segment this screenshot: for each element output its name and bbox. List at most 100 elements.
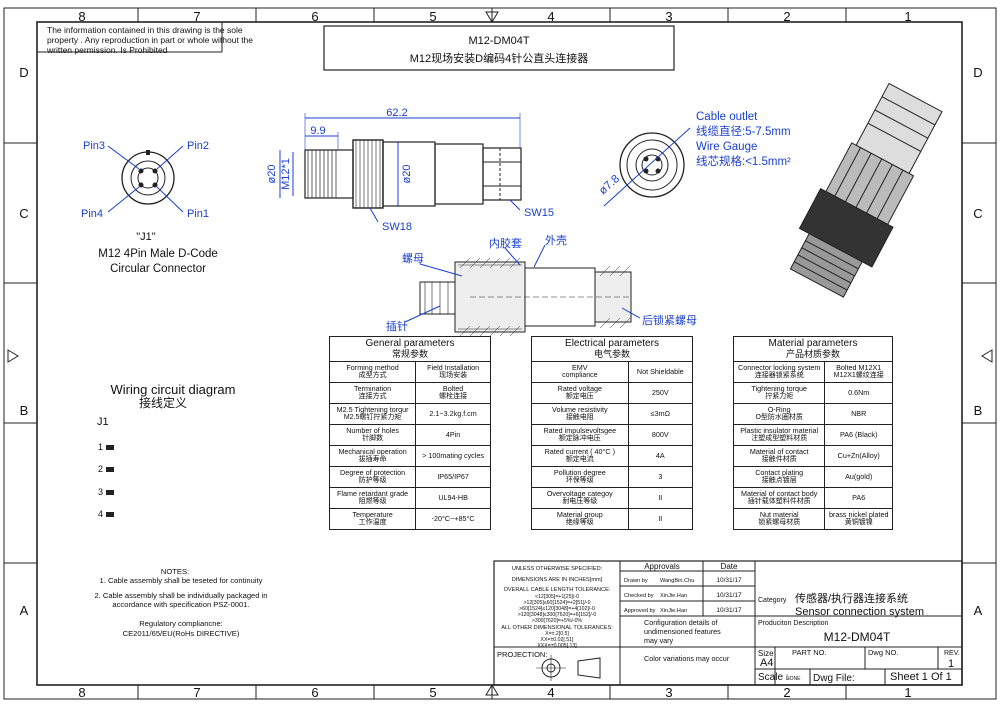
svg-text:UNLESS OTHERWISE SPECIFIED:: UNLESS OTHERWISE SPECIFIED: — [512, 566, 603, 572]
row-label: C — [19, 206, 28, 221]
row-label: B — [20, 403, 29, 418]
svg-text:Checked by: Checked by — [624, 593, 654, 599]
notes: NOTES: 1. Cable assembly shall be tesete… — [94, 567, 267, 638]
wire-gauge-en: Wire Gauge — [696, 141, 757, 153]
row-label: D — [973, 65, 982, 80]
svg-text:XinJie.Han: XinJie.Han — [660, 608, 687, 614]
svg-text:Sensor connection system: Sensor connection system — [795, 606, 924, 618]
reg-text: CE2011/65/EU(RoHs DIRECTIVE) — [123, 629, 240, 638]
wiring-pin-3: 3 — [98, 487, 103, 497]
front-pin-view: Pin3 Pin2 Pin4 Pin1 "J1" M12 4Pin Male D… — [81, 140, 218, 275]
sw15-label: SW15 — [524, 207, 554, 219]
svg-text:1: 1 — [948, 658, 954, 670]
svg-text:Produciton Description: Produciton Description — [758, 620, 829, 627]
rear-view — [603, 127, 691, 207]
svg-text:Category: Category — [758, 597, 787, 604]
col-label: 8 — [78, 9, 85, 24]
title-block: UNLESS OTHERWISE SPECIFIED: DIMENSIONS A… — [497, 562, 960, 684]
svg-text:X=±.2[0.5]: X=±.2[0.5] — [545, 631, 569, 637]
connector-desc-1: M12 4Pin Male D-Code — [98, 248, 218, 260]
wiring-pin-1: 1 — [98, 442, 103, 452]
svg-text:undimensioned features: undimensioned features — [644, 627, 721, 636]
pin4-label: Pin4 — [81, 208, 103, 220]
col-label: 1 — [904, 9, 911, 24]
svg-text:A4: A4 — [760, 657, 773, 669]
svg-text:REV.: REV. — [944, 650, 960, 657]
row-label: D — [19, 65, 28, 80]
row-label: A — [20, 603, 29, 618]
col-label: 6 — [311, 685, 318, 700]
col-label: 3 — [665, 685, 672, 700]
reg-title: Regulatory compliancne: — [139, 619, 223, 628]
svg-text:Dwg NO.: Dwg NO. — [868, 648, 898, 657]
svg-text:Approved by: Approved by — [624, 608, 656, 614]
svg-text:10/31/17: 10/31/17 — [716, 592, 742, 599]
dim-total: 62.2 — [386, 107, 407, 119]
label-shell: 外壳 — [545, 233, 567, 247]
title-block-frame — [493, 560, 963, 686]
svg-text:>60[1524]≤120[3048]=+4[102]/-0: >60[1524]≤120[3048]=+4[102]/-0 — [519, 606, 595, 612]
svg-text:WangBin.Chu: WangBin.Chu — [660, 578, 694, 584]
title-line1: M12-DM04T — [468, 35, 529, 47]
iso-view — [789, 82, 943, 298]
dim-d20-left: ø20 — [266, 165, 278, 184]
label-rear-nut: 后锁紧螺母 — [642, 313, 697, 327]
svg-text:XX=±0.02[.51]: XX=±0.02[.51] — [541, 637, 575, 643]
svg-text:Drawn by: Drawn by — [624, 578, 648, 584]
wiring-title-en: Wiring circuit diagram — [111, 382, 236, 397]
cable-outlet-en: Cable outlet — [696, 111, 758, 123]
note-2b: accordance with specification PSZ-0001. — [112, 600, 249, 609]
svg-text:DIMENSIONS ARE IN INCHES[mm]: DIMENSIONS ARE IN INCHES[mm] — [512, 577, 603, 583]
svg-text:Date: Date — [721, 562, 738, 571]
svg-text:XXX=±0.005[.13]: XXX=±0.005[.13] — [537, 643, 577, 649]
col-label: 6 — [311, 9, 318, 24]
svg-text:Dwg File:: Dwg File: — [813, 673, 855, 684]
wiring-pin-2: 2 — [98, 464, 103, 474]
row-label: B — [974, 403, 983, 418]
svg-text:Approvals: Approvals — [644, 562, 680, 571]
col-label: 3 — [665, 9, 672, 24]
dim-front: 9.9 — [310, 125, 325, 137]
svg-text:PART NO.: PART NO. — [792, 648, 827, 657]
col-label: 5 — [429, 685, 436, 700]
dim-m12: M12*1 — [280, 158, 292, 190]
svg-text:Configuration details of: Configuration details of — [644, 618, 718, 627]
col-label: 7 — [193, 685, 200, 700]
pin2-label: Pin2 — [187, 140, 209, 152]
svg-text:>12[305]≤60[1524]=+2[51]/-0: >12[305]≤60[1524]=+2[51]/-0 — [523, 600, 590, 606]
note-2a: 2. Cable assembly shall be individually … — [94, 591, 267, 600]
dim-d20-mid: ø20 — [401, 165, 413, 184]
col-label: 1 — [904, 685, 911, 700]
notes-title: NOTES: — [161, 567, 189, 576]
sw18-label: SW18 — [382, 221, 412, 233]
svg-text:10/31/17: 10/31/17 — [716, 577, 742, 584]
svg-text:>300[7620]=+5%/-0%: >300[7620]=+5%/-0% — [532, 618, 583, 624]
svg-text:Color variations may occur: Color variations may occur — [644, 654, 730, 663]
svg-text:>120[3048]≤300[7620]=+6[152]/-: >120[3048]≤300[7620]=+6[152]/-0 — [518, 612, 597, 618]
svg-text:ALL OTHER DIMENSIONAL TOLERANC: ALL OTHER DIMENSIONAL TOLERANCES: — [501, 625, 613, 631]
wiring-diagram: Wiring circuit diagram 接线定义 J1 1 2 3 4 — [97, 382, 235, 519]
svg-text:10/31/17: 10/31/17 — [716, 607, 742, 614]
col-label: 8 — [78, 685, 85, 700]
side-view — [279, 113, 522, 223]
col-label: 5 — [429, 9, 436, 24]
svg-text:NONE: NONE — [786, 676, 801, 682]
col-label: 4 — [547, 685, 554, 700]
row-label: C — [973, 206, 982, 221]
confidentiality-notice: The information contained in this drawin… — [47, 25, 254, 55]
svg-text:传感器/执行器连接系统: 传感器/执行器连接系统 — [795, 591, 908, 605]
wire-gauge-cn: 线芯规格:<1.5mm² — [696, 154, 791, 168]
pin1-label: Pin1 — [187, 208, 209, 220]
cable-outlet-cn: 线缆直径:5-7.5mm — [696, 124, 791, 138]
svg-text:M12-DM04T: M12-DM04T — [824, 630, 891, 644]
pin3-label: Pin3 — [83, 140, 105, 152]
section-view — [404, 244, 641, 337]
col-label: 2 — [783, 685, 790, 700]
svg-text:may vary: may vary — [644, 636, 674, 645]
